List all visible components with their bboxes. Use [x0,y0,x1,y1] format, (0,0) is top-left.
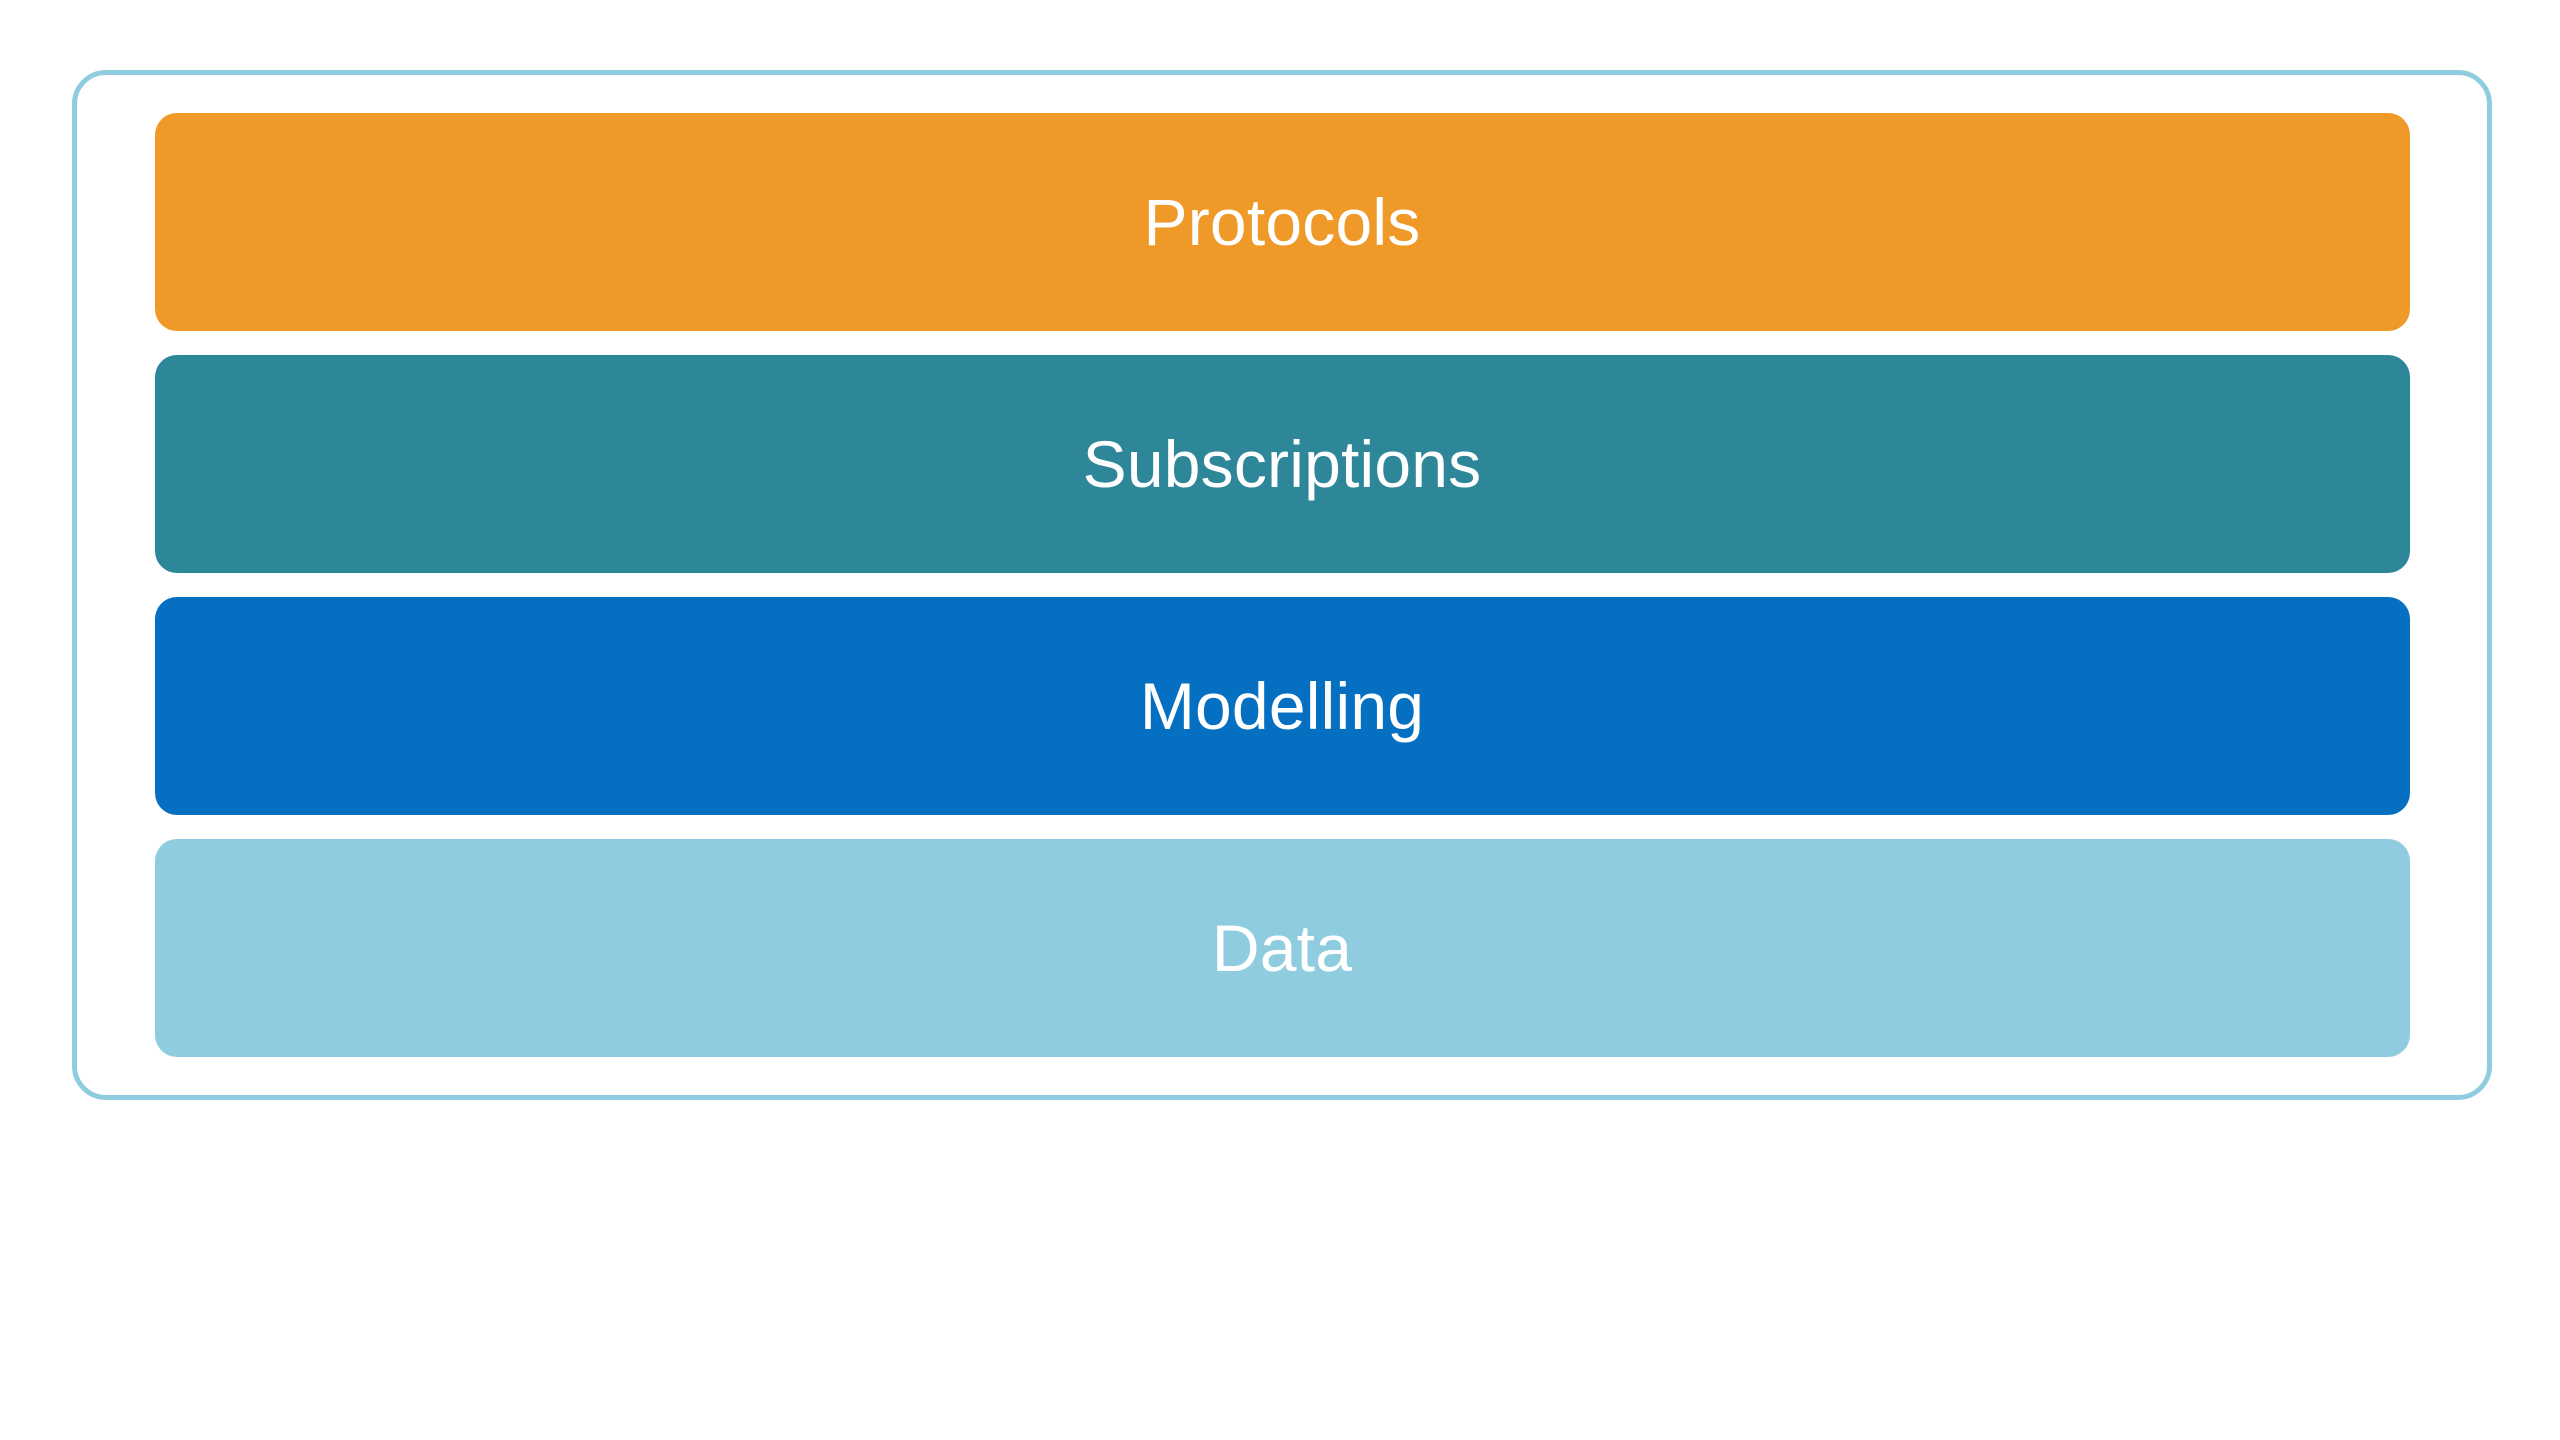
layer-list: Protocols Subscriptions Modelling Data [77,113,2487,1057]
layer-data[interactable]: Data [154,839,2410,1057]
layer-protocols[interactable]: Protocols [154,113,2410,331]
layer-label-data: Data [1211,911,1353,985]
layer-label-subscriptions: Subscriptions [1082,427,1482,501]
layer-modelling[interactable]: Modelling [154,597,2410,815]
layer-label-protocols: Protocols [1143,185,1421,259]
layered-stack-container: Protocols Subscriptions Modelling Data [72,70,2492,1100]
layer-subscriptions[interactable]: Subscriptions [154,355,2410,573]
layer-label-modelling: Modelling [1139,669,1425,743]
